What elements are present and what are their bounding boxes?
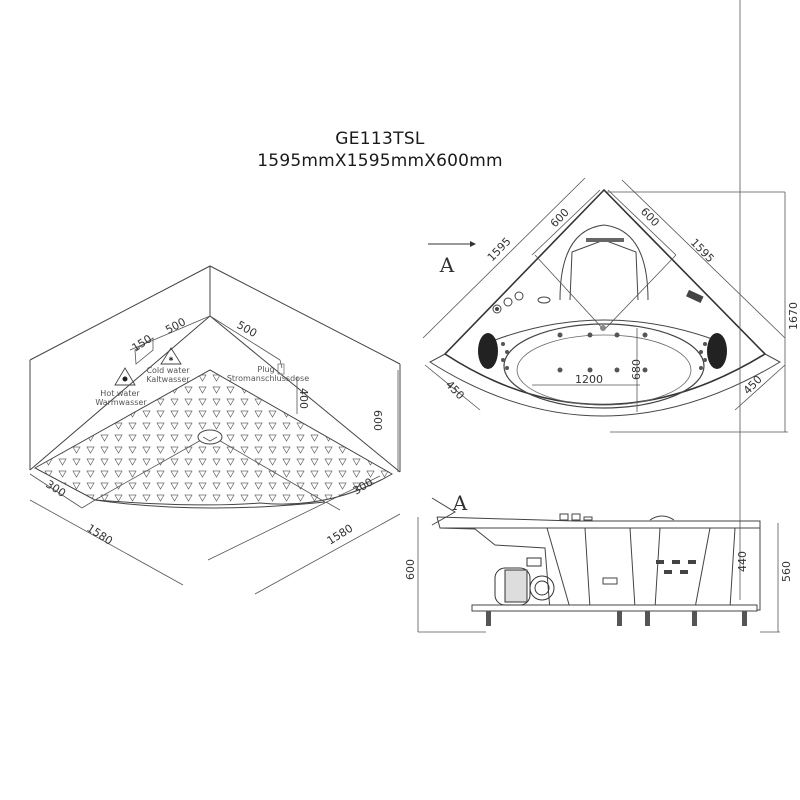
- side-view: A: [404, 0, 793, 633]
- model-name: GE113TSL: [335, 129, 425, 149]
- plan-view-marker: A: [439, 253, 455, 277]
- dim-front-left: 450: [443, 378, 467, 402]
- dim-skirt-height: 560: [780, 561, 793, 582]
- dim-right-total: 1580: [325, 522, 356, 548]
- control-panel-icon: [686, 289, 704, 304]
- tub-outline: [443, 188, 767, 406]
- cold-water-label-de: Kaltwasser: [146, 375, 190, 384]
- plan-view: A: [422, 177, 800, 433]
- control-knobs: [492, 291, 551, 314]
- base-frame: [471, 604, 758, 612]
- hot-water-label-de: Warmwasser: [95, 398, 147, 407]
- isometric-view: ✱ Hot water Warmwasser Cold water Kaltwa…: [29, 265, 401, 595]
- adjustable-feet: [486, 611, 747, 626]
- headrest-left: [478, 333, 498, 369]
- tub-body: [436, 516, 761, 611]
- dim-left-wall: 500: [163, 315, 188, 336]
- dim-left-total: 1580: [84, 522, 115, 548]
- cold-water-warning-icon: ✱: [160, 347, 182, 365]
- plug-socket-icon: [277, 363, 285, 375]
- drain-icon: [197, 429, 223, 445]
- overall-dimensions: 1595mmX1595mmX600mm: [257, 151, 503, 171]
- dim-depth-total: 1670: [787, 302, 800, 330]
- shower-tray: [33, 369, 394, 509]
- cold-water-label: Cold water: [146, 366, 190, 375]
- hot-water-warning-icon: [114, 367, 136, 386]
- svg-text:✱: ✱: [168, 356, 173, 363]
- side-view-marker: A: [452, 491, 468, 515]
- dim-right-back: 600: [638, 205, 662, 229]
- dim-inner-depth: 440: [736, 551, 749, 572]
- dim-right-side: 1595: [688, 236, 717, 265]
- dim-plug-height: 400: [297, 388, 310, 409]
- dim-basin-depth: 680: [630, 359, 643, 380]
- dim-front-right: 450: [741, 373, 765, 397]
- pump-motor-icon: [494, 557, 555, 606]
- jets: [501, 325, 707, 373]
- hot-water-label: Hot water: [100, 389, 140, 398]
- isometric-dimensions: [29, 315, 401, 595]
- dim-left-side: 1595: [485, 235, 514, 264]
- side-jets: [602, 560, 696, 585]
- title-block: GE113TSL 1595mmX1595mmX600mm: [220, 128, 540, 172]
- plug-label-de: Stromanschlussdose: [227, 374, 309, 383]
- headrest-right: [707, 333, 727, 369]
- dim-basin-length: 1200: [575, 373, 603, 386]
- dim-inlet-width: 150: [130, 332, 155, 354]
- dim-wall-height: 600: [371, 410, 384, 431]
- basin: [503, 323, 705, 409]
- plug-label: Plug: [257, 365, 274, 374]
- dim-total-height: 600: [404, 559, 417, 580]
- dim-right-wall: 500: [235, 318, 260, 340]
